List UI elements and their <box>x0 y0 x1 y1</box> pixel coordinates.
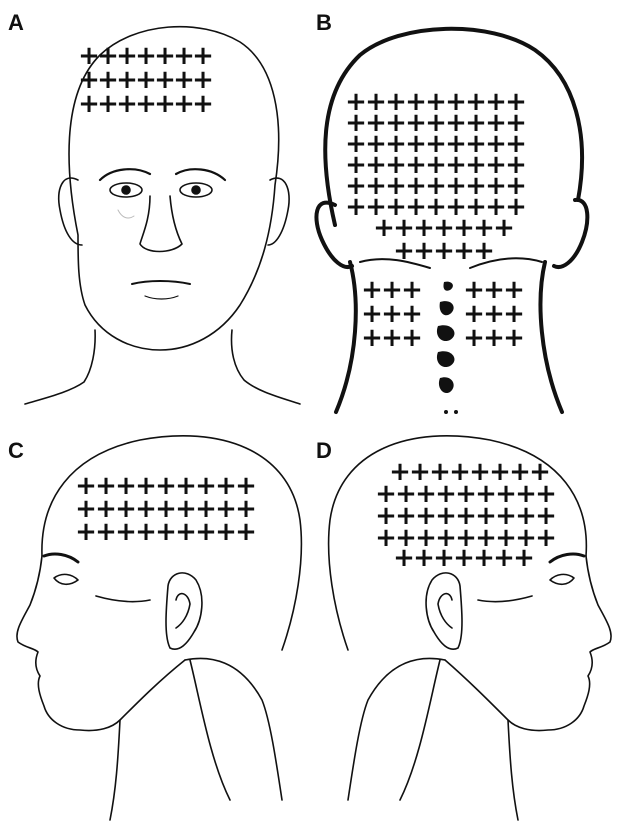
plus-marker: + <box>381 323 403 353</box>
ear-right <box>268 178 289 245</box>
plus-marker: + <box>215 517 237 547</box>
plus-marker: + <box>453 236 475 266</box>
plus-marker: + <box>75 517 97 547</box>
neck-back-left <box>336 262 356 412</box>
plus-marker: + <box>493 543 515 573</box>
eyebrow-d <box>550 554 584 562</box>
neck-right <box>232 330 301 404</box>
plus-marker: + <box>393 236 415 266</box>
plus-marker: + <box>413 236 435 266</box>
stimulation-grid-c: +++++++++++++++++++++++++++ <box>75 471 257 547</box>
plus-marker: + <box>473 543 495 573</box>
stimulation-grid-b: ++++++++++++++++++++++++++++++++++++++++… <box>345 87 527 353</box>
panel-a: A +++++++++++++++++++++ <box>8 10 300 404</box>
plus-marker: + <box>433 236 455 266</box>
spine-marks <box>437 282 458 414</box>
plus-marker: + <box>401 323 423 353</box>
panel-label-a: A <box>8 10 24 35</box>
panel-c: C +++++++++++++++++++++++++++ <box>8 436 301 820</box>
plus-marker: + <box>192 89 214 119</box>
plus-marker: + <box>175 517 197 547</box>
plus-marker: + <box>195 517 217 547</box>
ear-d <box>426 573 462 649</box>
plus-marker: + <box>463 323 485 353</box>
plus-marker: + <box>453 543 475 573</box>
pupil-left <box>122 186 130 194</box>
eyebrow-left <box>100 169 150 180</box>
eye-d <box>550 574 574 584</box>
panel-label-d: D <box>316 438 332 463</box>
stimulation-grid-d: ++++++++++++++++++++++++++++++++++++++++… <box>375 457 557 573</box>
plus-marker: + <box>513 543 535 573</box>
neck-d <box>348 658 445 800</box>
eyebrow-c <box>44 554 78 562</box>
eyebrow-right <box>176 169 225 180</box>
eye-c <box>54 574 78 584</box>
pupil-right <box>192 186 200 194</box>
plus-marker: + <box>393 543 415 573</box>
plus-marker: + <box>493 213 515 243</box>
neck-back-right <box>541 262 562 412</box>
plus-marker: + <box>483 323 505 353</box>
plus-marker: + <box>433 543 455 573</box>
ear-c <box>166 573 202 649</box>
plus-marker: + <box>373 213 395 243</box>
plus-marker: + <box>235 517 257 547</box>
plus-marker: + <box>115 517 137 547</box>
neck-c <box>185 658 282 800</box>
panel-b: B ++++++++++++++++++++++++++++++++++++++… <box>316 10 587 414</box>
plus-marker: + <box>361 323 383 353</box>
face-profile-c <box>17 556 185 731</box>
panel-label-c: C <box>8 438 24 463</box>
plus-marker: + <box>95 517 117 547</box>
stimulation-grid-a: +++++++++++++++++++++ <box>78 41 214 119</box>
plus-marker: + <box>503 323 525 353</box>
plus-marker: + <box>413 543 435 573</box>
face-profile-d <box>445 556 611 731</box>
nose <box>140 196 182 252</box>
panel-label-b: B <box>316 10 332 35</box>
panel-d: D ++++++++++++++++++++++++++++++++++++++… <box>316 436 611 820</box>
mouth <box>132 281 190 284</box>
ear-back-right <box>554 200 587 267</box>
neck-left <box>25 330 95 404</box>
plus-marker: + <box>535 523 557 553</box>
plus-marker: + <box>155 517 177 547</box>
plus-marker: + <box>473 236 495 266</box>
plus-marker: + <box>345 192 367 222</box>
plus-marker: + <box>135 517 157 547</box>
